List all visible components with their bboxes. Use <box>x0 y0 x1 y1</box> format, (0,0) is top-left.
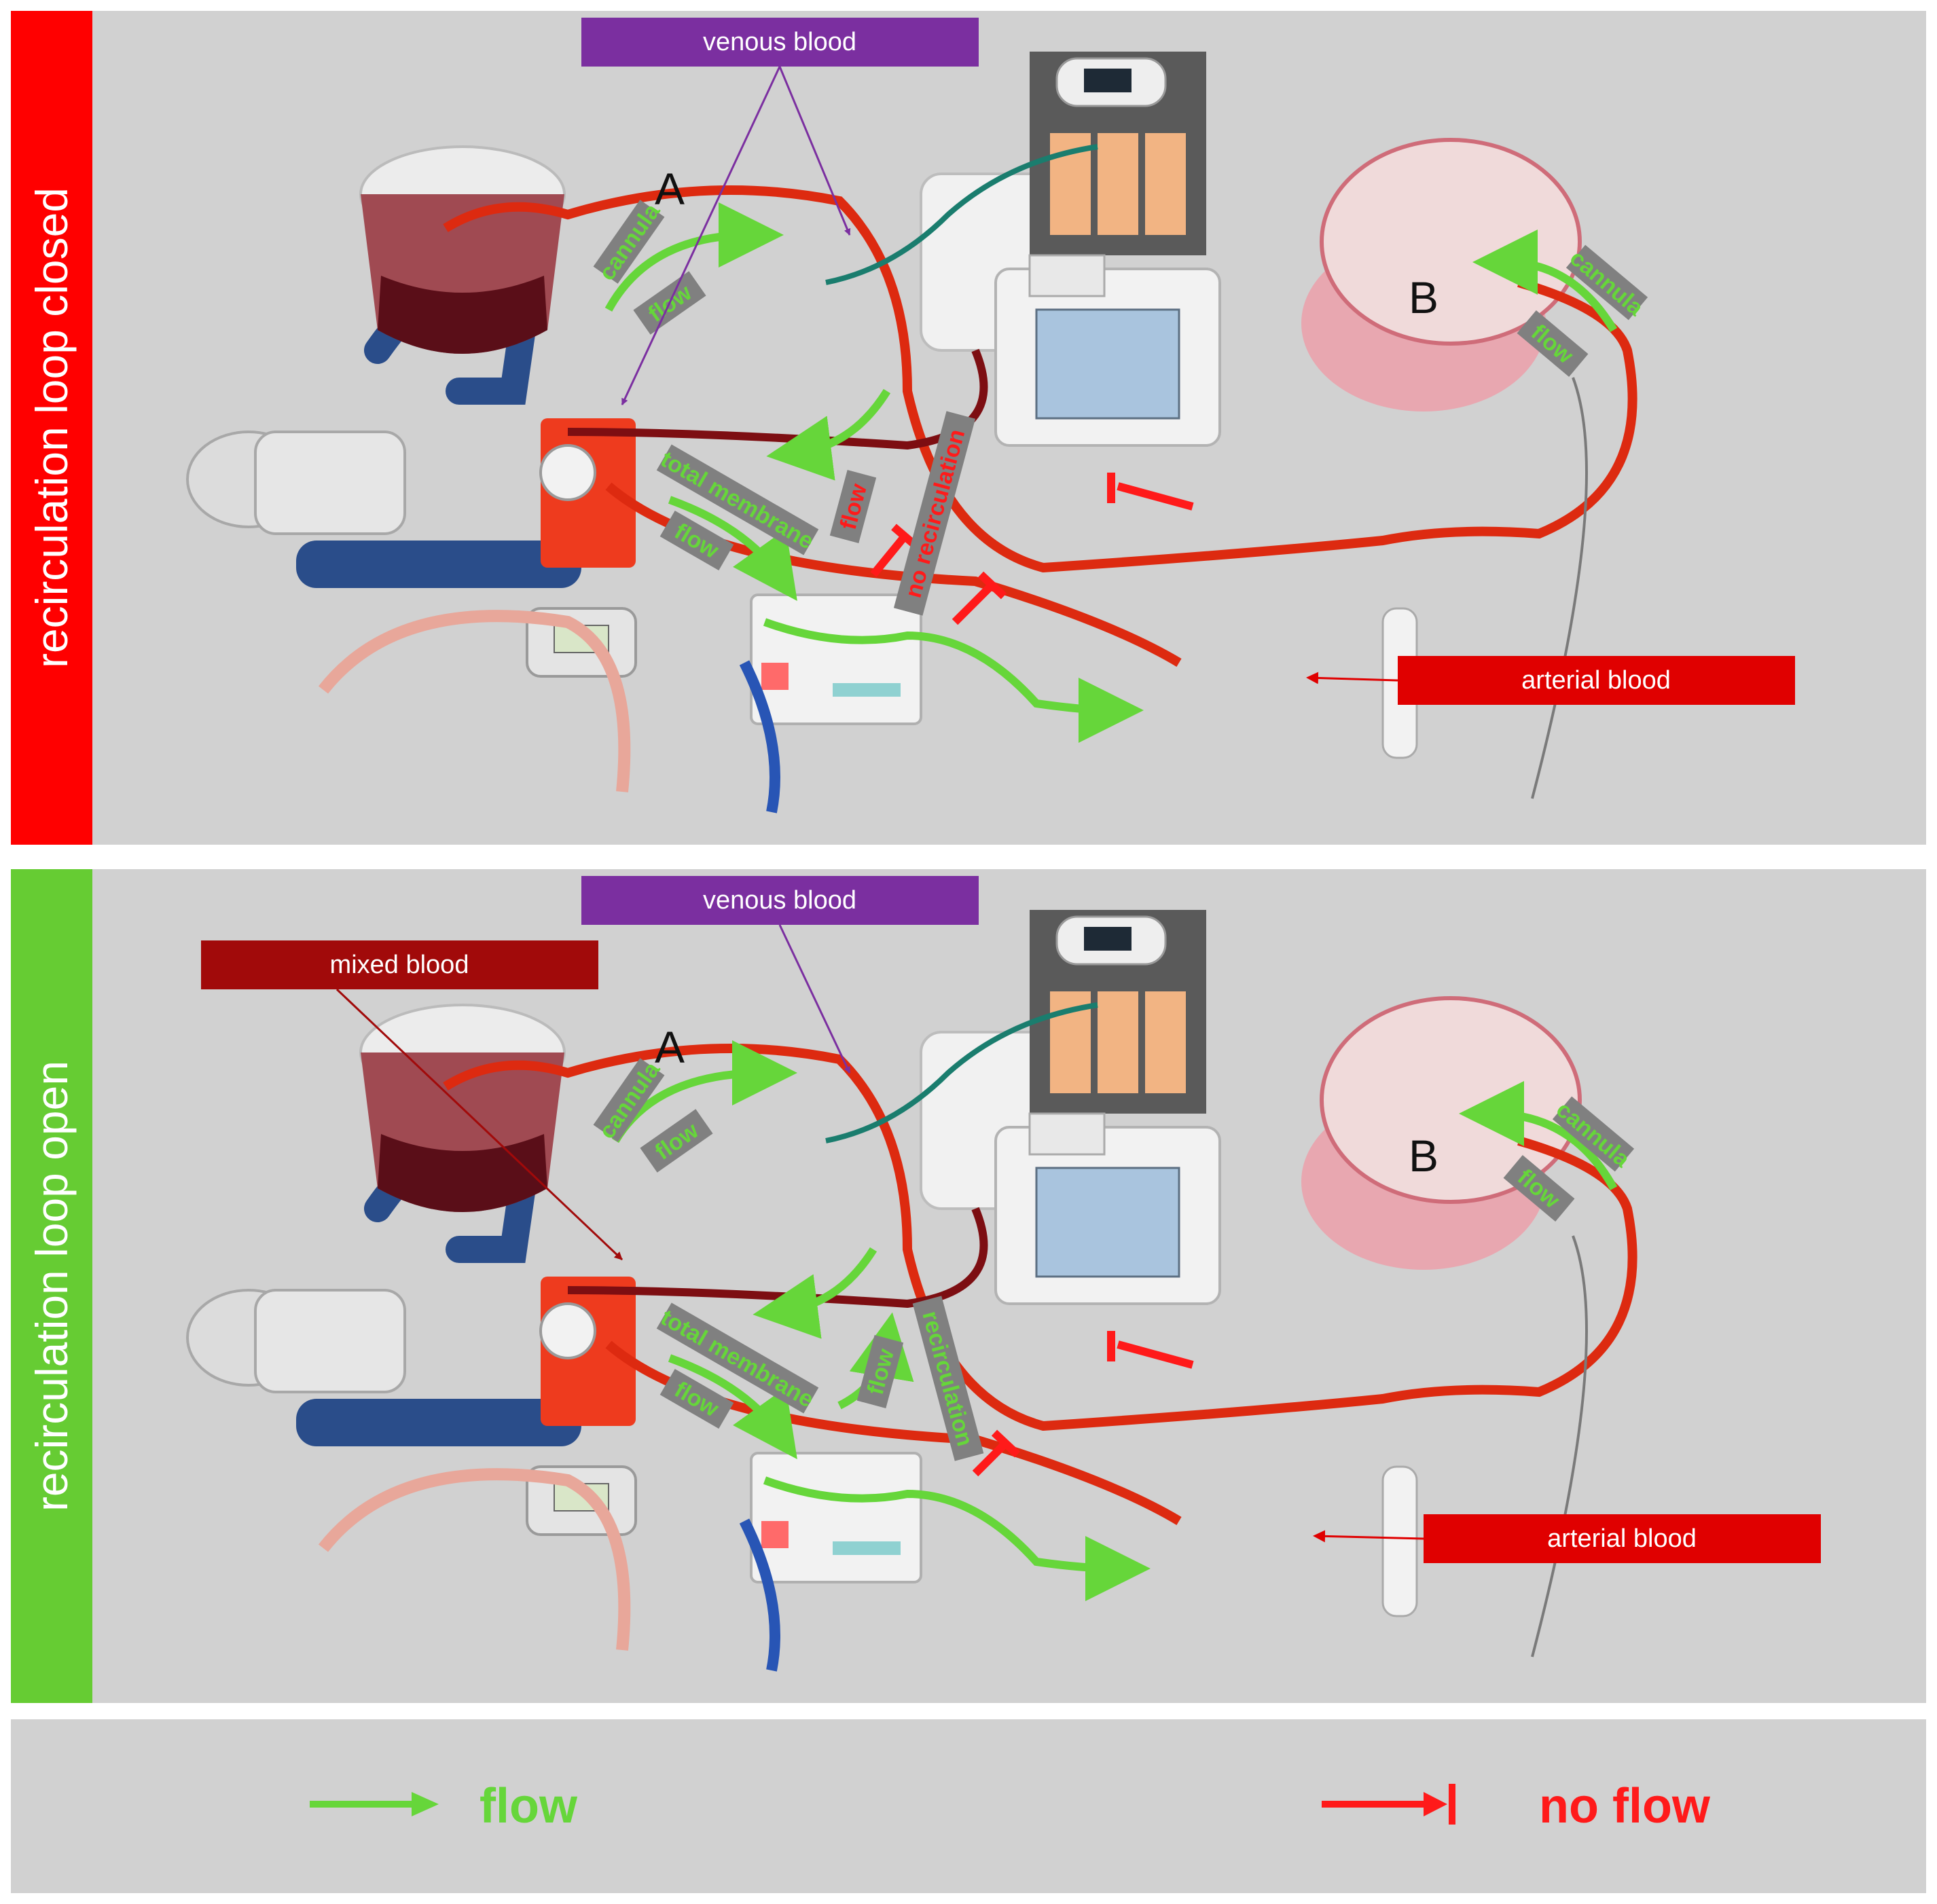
flow-arrow-b <box>1472 230 1618 333</box>
cable <box>1531 1235 1588 1658</box>
pump-head <box>539 444 596 501</box>
syringe-pump-keypad <box>833 1541 901 1555</box>
pump-base <box>296 541 581 588</box>
arterial-pointer <box>1306 672 1398 684</box>
arterial-blood-box <box>1398 656 1795 705</box>
no-flow-arrow-1 <box>1107 1331 1194 1369</box>
svg-text:flow: flow <box>863 1346 899 1397</box>
syringe-pump <box>750 593 922 725</box>
panel-recirculation-open: recirculation loop open <box>11 869 1926 1703</box>
label-membrane-flow: flow <box>659 510 734 571</box>
legend-flow-arrow <box>310 1792 439 1816</box>
reservoir-a-label: A <box>655 1022 685 1072</box>
cable <box>1531 377 1588 799</box>
venous-blood-box <box>581 18 979 67</box>
no-flow-arrow-1 <box>1107 473 1194 511</box>
no-flow-arrow-3 <box>952 571 1007 625</box>
pump-base <box>296 1399 581 1446</box>
syringe-pump-sticker <box>761 663 789 690</box>
gas-flow-sensor-display <box>1084 69 1132 92</box>
reservoir-b-label: B <box>1409 1131 1438 1181</box>
gas-flow-sensor-display <box>1084 927 1132 951</box>
venous-line <box>567 348 988 450</box>
side-label-closed: recirculation loop closed <box>26 187 77 669</box>
reservoir-a-label: A <box>655 164 685 214</box>
flow-arrow-return <box>753 1247 877 1339</box>
arterial-blood-box <box>1424 1514 1821 1563</box>
label-recirc-flow: flow <box>829 470 877 543</box>
side-strip-closed: recirculation loop closed <box>11 11 92 845</box>
printer <box>1028 254 1106 297</box>
pump-head <box>539 1302 596 1359</box>
flow-arrow-outlet <box>763 618 1144 743</box>
reservoir-b-label: B <box>1409 272 1438 323</box>
legend-flow-label: flow <box>479 1779 577 1833</box>
reservoir-a <box>359 145 566 354</box>
circuit-photo-open: cannula flow cannula flow total membrane… <box>186 876 1821 1672</box>
flowmeter-tube-3 <box>1145 991 1186 1093</box>
flowmeter-tube-2 <box>1098 991 1138 1093</box>
flow-arrow-a <box>604 202 784 312</box>
svg-text:flow: flow <box>835 481 872 532</box>
syringe-pump <box>750 1452 922 1583</box>
arterial-blood-label: arterial blood <box>1521 666 1671 695</box>
gas-line <box>825 1002 1098 1143</box>
reservoir-b <box>1301 138 1582 411</box>
arterial-blood-label: arterial blood <box>1547 1524 1697 1553</box>
monitor-screen <box>1035 1167 1180 1278</box>
legend-no-flow-label: no flow <box>1539 1779 1710 1833</box>
venous-blood-box <box>581 876 979 925</box>
legend: flow no flow <box>11 1719 1926 1893</box>
venous-blood-label: venous blood <box>703 886 856 915</box>
flow-arrow-outlet <box>763 1476 1151 1601</box>
arterial-line <box>443 185 1637 573</box>
blue-line <box>739 660 780 813</box>
flow-arrow-membrane <box>668 1354 797 1460</box>
venous-pointer-1 <box>778 66 851 236</box>
gas-line <box>825 144 1098 285</box>
flow-arrow-b <box>1459 1081 1618 1190</box>
syringe-pump-keypad <box>833 683 901 697</box>
side-label-open: recirculation loop open <box>26 1060 77 1512</box>
arterial-pointer <box>1313 1530 1424 1543</box>
flow-arrow-return <box>766 388 891 481</box>
heater-cooler <box>186 431 406 535</box>
venous-pointer-2 <box>621 66 781 405</box>
heater-cooler <box>186 1289 406 1393</box>
arterial-line <box>443 1044 1637 1431</box>
label-membrane-flow: flow <box>659 1368 734 1429</box>
mixed-blood-label: mixed blood <box>330 951 469 979</box>
pressure-transducer <box>1381 1465 1418 1617</box>
monitor-screen <box>1035 308 1180 420</box>
no-flow-arrow-3 <box>972 1429 1021 1477</box>
syringe-pump-sticker <box>761 1521 789 1548</box>
heater-hose <box>318 610 631 792</box>
blue-line <box>739 1518 780 1672</box>
label-flow-a: flow <box>640 1109 713 1173</box>
mixed-blood-box <box>201 940 598 989</box>
heater-hose <box>318 1468 631 1651</box>
flow-arrow-membrane <box>668 496 797 602</box>
venous-blood-label: venous blood <box>703 28 856 56</box>
flowmeter-tube-2 <box>1098 133 1138 235</box>
circuit-photo-closed: cannula flow cannula flow total membrane… <box>186 18 1795 813</box>
legend-no-flow-arrow <box>1322 1784 1455 1825</box>
side-strip-open: recirculation loop open <box>11 869 92 1703</box>
mixed-pointer <box>336 988 623 1261</box>
venous-line <box>567 1207 988 1308</box>
venous-pointer <box>778 924 851 1074</box>
printer <box>1028 1112 1106 1156</box>
reservoir-b <box>1301 996 1582 1270</box>
panel-recirculation-closed: recirculation loop closed <box>11 11 1926 845</box>
reservoir-a <box>359 1004 566 1212</box>
label-recirc-flow: flow <box>856 1335 904 1408</box>
flowmeter-tube-3 <box>1145 133 1186 235</box>
